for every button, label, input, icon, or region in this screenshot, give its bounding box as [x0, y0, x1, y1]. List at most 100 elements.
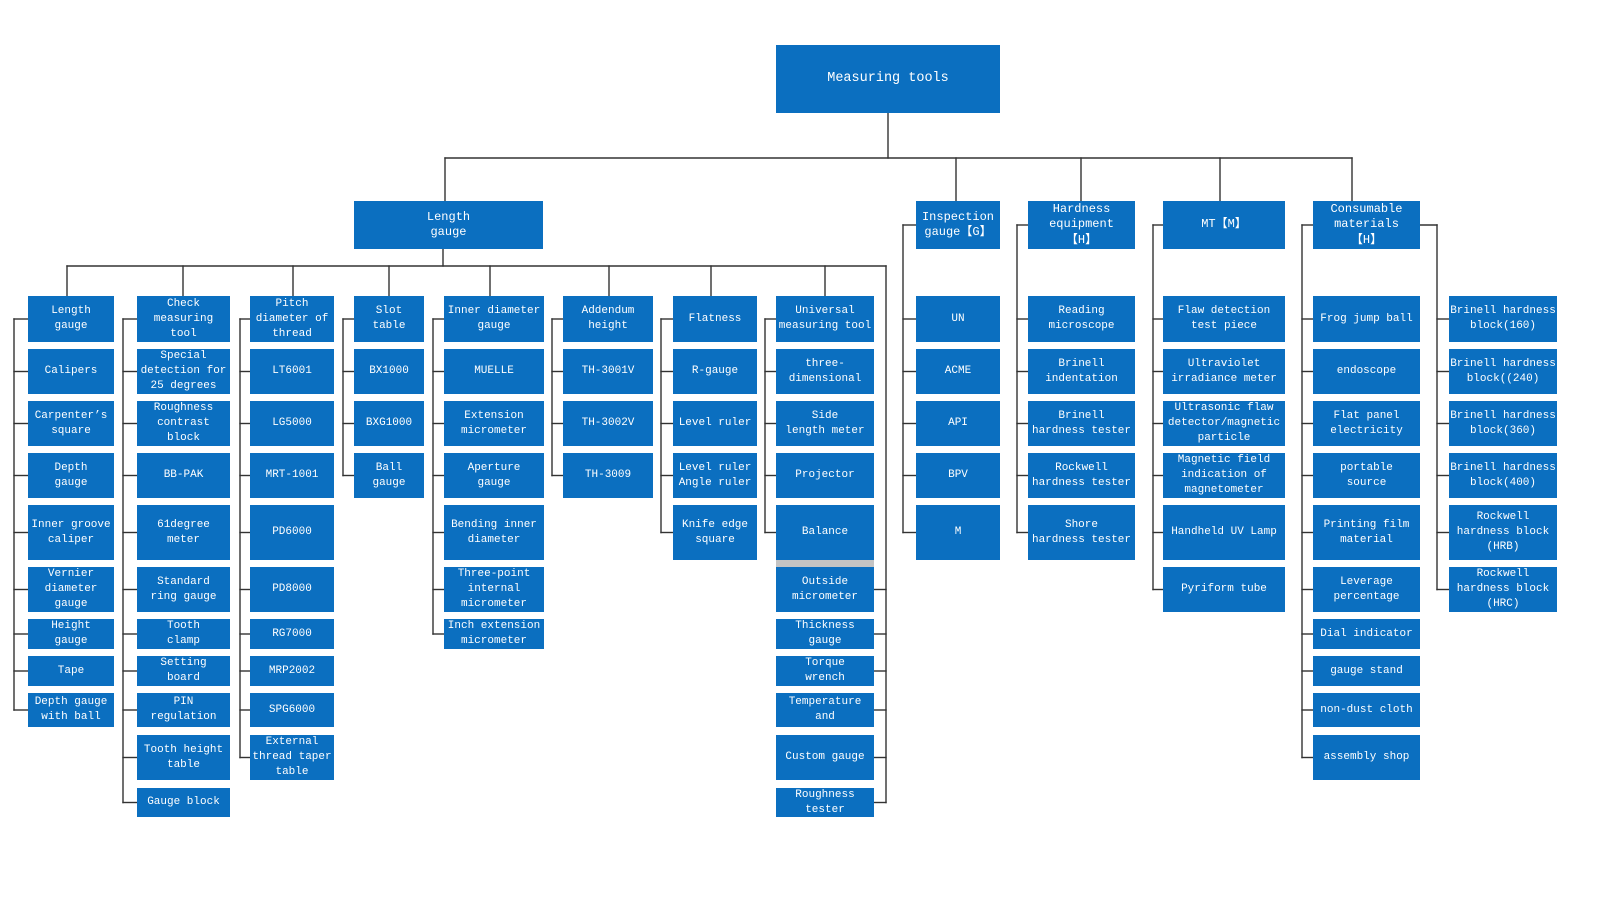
node-label: Three-point internal micrometer — [457, 568, 531, 610]
node-label: Level ruler Angle ruler — [678, 461, 752, 489]
node-label: Magnetic field indication of magnetomete… — [1177, 454, 1271, 496]
node-brinell-hardness-block-240: Brinell hardness block((240) — [1449, 349, 1557, 394]
group-node-check-measuring-tool: Check measuring tool — [137, 296, 230, 342]
node-api: API — [916, 401, 1000, 446]
node-label: Shore hardness tester — [1031, 518, 1132, 546]
node-label: Temperature and — [788, 696, 862, 723]
node-calipers: Calipers — [28, 349, 114, 394]
node-torque-wrench: Torque wrench — [776, 656, 874, 686]
node-special-detection-for-25-degrees: Special detection for 25 degrees — [137, 349, 230, 394]
node-label: Flatness — [688, 312, 742, 325]
node-pin-regulation: PIN regulation — [137, 693, 230, 727]
node-label: LG5000 — [272, 417, 312, 429]
node-label: Roughness contrast block — [153, 402, 214, 444]
node-label: Flat panel electricity — [1330, 409, 1403, 437]
node-label: Aperture gauge — [467, 461, 521, 489]
node-rg7000: RG7000 — [250, 619, 334, 649]
node-label: Dial indicator — [1320, 627, 1413, 640]
node-label: Extension micrometer — [460, 409, 527, 437]
node-three-point-internal-micrometer: Three-point internal micrometer — [444, 567, 544, 612]
node-label: Height gauge — [51, 620, 91, 647]
node-ball-gauge: Ball gauge — [354, 453, 424, 498]
node-depth-gauge: Depth gauge — [28, 453, 114, 498]
node-setting-board: Setting board — [137, 656, 230, 686]
node-brinell-hardness-tester: Brinell hardness tester — [1028, 401, 1135, 446]
separator-bar — [776, 560, 874, 567]
node-label: Outside micrometer — [791, 575, 858, 603]
node-label: Balance — [801, 526, 849, 538]
node-label: R-gauge — [691, 365, 739, 377]
category-node-length-gauge: Length gauge — [354, 201, 543, 249]
node-label: Brinell hardness block(360) — [1450, 409, 1556, 437]
node-label: BX1000 — [369, 365, 409, 377]
node-label: Ball gauge — [372, 461, 406, 489]
node-aperture-gauge: Aperture gauge — [444, 453, 544, 498]
node-th-3009: TH-3009 — [563, 453, 653, 498]
node-label: Brinell hardness block(160) — [1450, 305, 1556, 332]
node-label: TH-3001V — [581, 365, 635, 377]
node-projector: Projector — [776, 453, 874, 498]
node-label: Inner diameter gauge — [447, 305, 541, 332]
node-leverage-percentage: Leverage percentage — [1313, 567, 1420, 612]
node-label: Slot table — [372, 305, 406, 332]
node-flaw-detection-test-piece: Flaw detection test piece — [1163, 296, 1285, 342]
node-label: Custom gauge — [785, 751, 865, 763]
node-non-dust-cloth: non-dust cloth — [1313, 693, 1420, 727]
node-tooth-clamp: Tooth clamp — [137, 619, 230, 649]
node-label: Standard ring gauge — [150, 575, 217, 603]
node-carpenter-s-square: Carpenter’s square — [28, 401, 114, 446]
node-lg5000: LG5000 — [250, 401, 334, 446]
node-label: Printing film material — [1323, 518, 1410, 546]
node-label: Calipers — [44, 365, 98, 377]
node-label: Flaw detection test piece — [1177, 305, 1271, 332]
node-label: TH-3002V — [581, 417, 635, 429]
node-label: Torque wrench — [805, 657, 845, 684]
node-label: Projector — [795, 469, 855, 481]
category-node-consumable-materials-h: Consumable materials 【H】 — [1313, 201, 1420, 249]
node-label: Addendum height — [581, 305, 635, 332]
node-label: MRT-1001 — [265, 469, 319, 481]
node-bending-inner-diameter: Bending inner diameter — [444, 505, 544, 560]
node-label: three- dimensional — [788, 357, 862, 385]
node-pd8000: PD8000 — [250, 567, 334, 612]
node-depth-gauge-with-ball: Depth gauge with ball — [28, 693, 114, 727]
node-label: Check measuring tool — [153, 297, 214, 340]
node-label: Pyriform tube — [1181, 583, 1267, 595]
group-node-pitch-diameter-of-thread: Pitch diameter of thread — [250, 296, 334, 342]
node-label: Setting board — [160, 657, 207, 684]
node-roughness-tester: Roughness tester — [776, 788, 874, 817]
node-m: M — [916, 505, 1000, 560]
node-assembly-shop: assembly shop — [1313, 735, 1420, 780]
node-label: API — [948, 417, 968, 429]
node-printing-film-material: Printing film material — [1313, 505, 1420, 560]
node-label: Rockwell hardness block (HRC) — [1456, 568, 1550, 610]
node-label: External thread taper table — [252, 736, 332, 778]
node-magnetic-field-indication-of-magnetometer: Magnetic field indication of magnetomete… — [1163, 453, 1285, 498]
node-label: BPV — [948, 469, 968, 481]
node-label: Rockwell hardness tester — [1031, 461, 1132, 489]
node-label: Ultrasonic flaw detector/magnetic partic… — [1167, 402, 1281, 444]
node-label: Tooth clamp — [166, 620, 200, 647]
node-level-ruler-angle-ruler: Level ruler Angle ruler — [673, 453, 757, 498]
node-tape: Tape — [28, 656, 114, 686]
node-label: Gauge block — [147, 796, 220, 808]
node-temperature-and: Temperature and — [776, 693, 874, 727]
category-node-mt-m: MT【M】 — [1163, 201, 1285, 249]
group-node-slot-table: Slot table — [354, 296, 424, 342]
node-label: MT【M】 — [1201, 217, 1247, 232]
node-label: Depth gauge with ball — [34, 696, 108, 723]
node-portable-source: portable source — [1313, 453, 1420, 498]
node-label: PD6000 — [272, 526, 312, 538]
node-handheld-uv-lamp: Handheld UV Lamp — [1163, 505, 1285, 560]
node-label: Universal measuring tool — [778, 305, 872, 332]
node-label: Brinell hardness block((240) — [1450, 357, 1556, 385]
node-ultraviolet-irradiance-meter: Ultraviolet irradiance meter — [1163, 349, 1285, 394]
node-mrt-1001: MRT-1001 — [250, 453, 334, 498]
node-label: Vernier diameter gauge — [44, 568, 98, 610]
group-node-inner-diameter-gauge: Inner diameter gauge — [444, 296, 544, 342]
node-extension-micrometer: Extension micrometer — [444, 401, 544, 446]
node-vernier-diameter-gauge: Vernier diameter gauge — [28, 567, 114, 612]
node-label: Rockwell hardness block (HRB) — [1456, 511, 1550, 553]
group-node-flatness: Flatness — [673, 296, 757, 342]
node-rockwell-hardness-block-hrb: Rockwell hardness block (HRB) — [1449, 505, 1557, 560]
